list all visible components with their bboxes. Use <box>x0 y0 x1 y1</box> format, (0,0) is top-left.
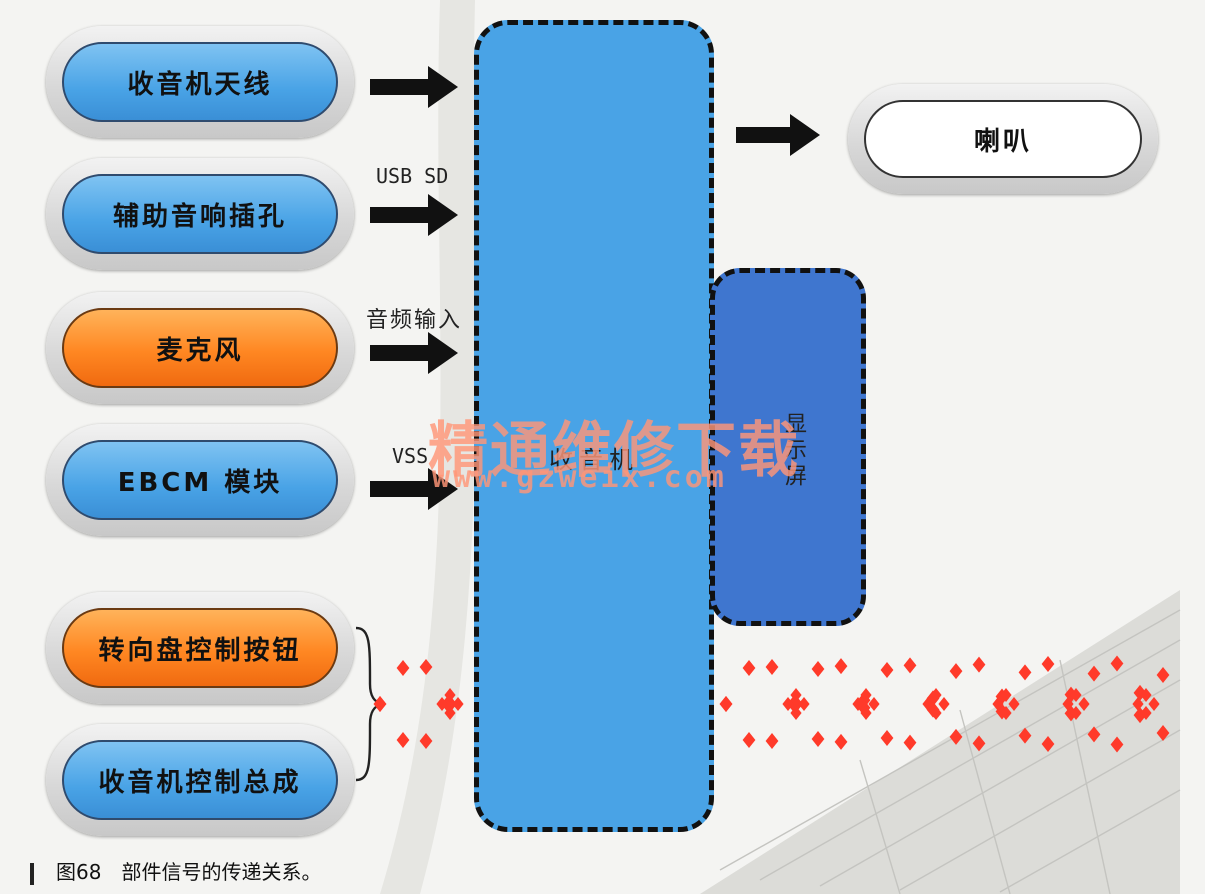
bus-dot <box>419 659 433 676</box>
input-pill-label: 辅助音响插孔 <box>62 174 338 254</box>
input-pill-radio-antenna: 收音机天线 <box>46 26 354 138</box>
bus-dot <box>444 706 456 720</box>
bus-dot <box>1087 726 1101 743</box>
bus-dot <box>811 731 825 748</box>
bus-dot <box>834 658 848 675</box>
bus-dot <box>1000 706 1012 720</box>
bus-dot <box>742 732 756 749</box>
display-box <box>710 268 866 626</box>
radio-unit-box <box>474 20 714 832</box>
input-pill-label: 收音机天线 <box>62 42 338 122</box>
watermark-text: 精通维修下载 <box>428 416 800 486</box>
bus-dot <box>798 697 810 711</box>
bus-dot <box>949 663 963 680</box>
output-pill-speaker: 喇叭 <box>848 84 1158 194</box>
bus-dot <box>930 688 942 702</box>
bus-dot <box>1018 664 1032 681</box>
bus-dot <box>1132 697 1144 711</box>
bus-dot <box>1008 697 1020 711</box>
bus-dot <box>1078 697 1090 711</box>
bus-dot <box>1041 656 1055 673</box>
bus-dot <box>922 697 934 711</box>
bus-dot <box>880 729 894 746</box>
bus-dot <box>903 657 917 674</box>
bus-dot <box>1110 655 1124 672</box>
watermark-url: www.gzweix.com <box>432 460 727 495</box>
bus-dot <box>860 706 872 720</box>
arrow-right-icon <box>370 468 458 510</box>
input-pill-label: 收音机控制总成 <box>62 740 338 820</box>
display-label: 显示屏 <box>781 412 806 490</box>
bus-dot <box>972 656 986 673</box>
input-pill-ebcm: EBCM 模块 <box>46 424 354 536</box>
bus-dot <box>782 697 794 711</box>
bus-dot <box>930 706 942 720</box>
bus-dot <box>452 697 464 711</box>
bus-dot <box>1062 697 1074 711</box>
bus-dot <box>442 694 456 711</box>
arrow-right-icon <box>370 66 458 108</box>
bus-dot <box>373 696 387 712</box>
caption-bar <box>30 862 34 885</box>
arrow-right-icon <box>370 332 458 374</box>
signal-label-usb-sd: USB SD <box>376 164 449 188</box>
arrow-right-icon <box>736 114 820 156</box>
bus-dot <box>860 688 872 702</box>
bus-dot <box>396 659 410 676</box>
bus-dot <box>765 732 779 749</box>
bus-dot <box>992 697 1004 711</box>
bus-dot <box>1070 706 1082 720</box>
bus-dot <box>444 688 456 702</box>
bus-dot <box>1110 736 1124 753</box>
input-pill-label: 转向盘控制按钮 <box>62 608 338 688</box>
bus-dot <box>765 659 779 676</box>
bus-dot <box>1000 688 1012 702</box>
caption-text: 图68 部件信号的传递关系。 <box>56 860 322 884</box>
bus-dot <box>436 697 448 711</box>
bus-dot <box>903 734 917 751</box>
bus-dot <box>790 706 802 720</box>
input-pill-label: EBCM 模块 <box>62 440 338 520</box>
bus-dot <box>938 697 950 711</box>
bus-dot <box>834 733 848 750</box>
input-pill-aux-jack: 辅助音响插孔 <box>46 158 354 270</box>
bus-dot <box>1018 727 1032 744</box>
radio-unit-label: 收音机 <box>549 446 639 474</box>
bus-dot <box>949 728 963 745</box>
bus-dot <box>1070 688 1082 702</box>
bus-dot <box>396 732 410 749</box>
bus-dot <box>811 660 825 677</box>
bus-dot <box>868 697 880 711</box>
bus-dot <box>1156 666 1170 683</box>
signal-label-audio-input: 音频输入 <box>366 308 463 333</box>
signal-label-vss: VSS <box>392 444 429 468</box>
figure-caption: 图68 部件信号的传递关系。 <box>30 856 321 886</box>
bus-dot <box>1087 665 1101 682</box>
bus-dot <box>790 688 802 702</box>
bus-dot <box>1140 688 1152 702</box>
bus-dot <box>1148 697 1160 711</box>
bus-dot <box>1156 725 1170 742</box>
arrow-right-icon <box>370 194 458 236</box>
bus-dot <box>1041 735 1055 752</box>
output-pill-label: 喇叭 <box>864 100 1142 178</box>
bus-dot <box>719 696 733 712</box>
input-pill-microphone: 麦克风 <box>46 292 354 404</box>
bus-dot <box>852 697 864 711</box>
input-pill-steering-controls: 转向盘控制按钮 <box>46 592 354 704</box>
input-pill-label: 麦克风 <box>62 308 338 388</box>
bus-dot <box>1140 706 1152 720</box>
bus-dot <box>419 732 433 749</box>
bus-dot <box>972 735 986 752</box>
bus-dot <box>742 659 756 676</box>
bus-dot <box>880 662 894 679</box>
input-pill-radio-control: 收音机控制总成 <box>46 724 354 836</box>
